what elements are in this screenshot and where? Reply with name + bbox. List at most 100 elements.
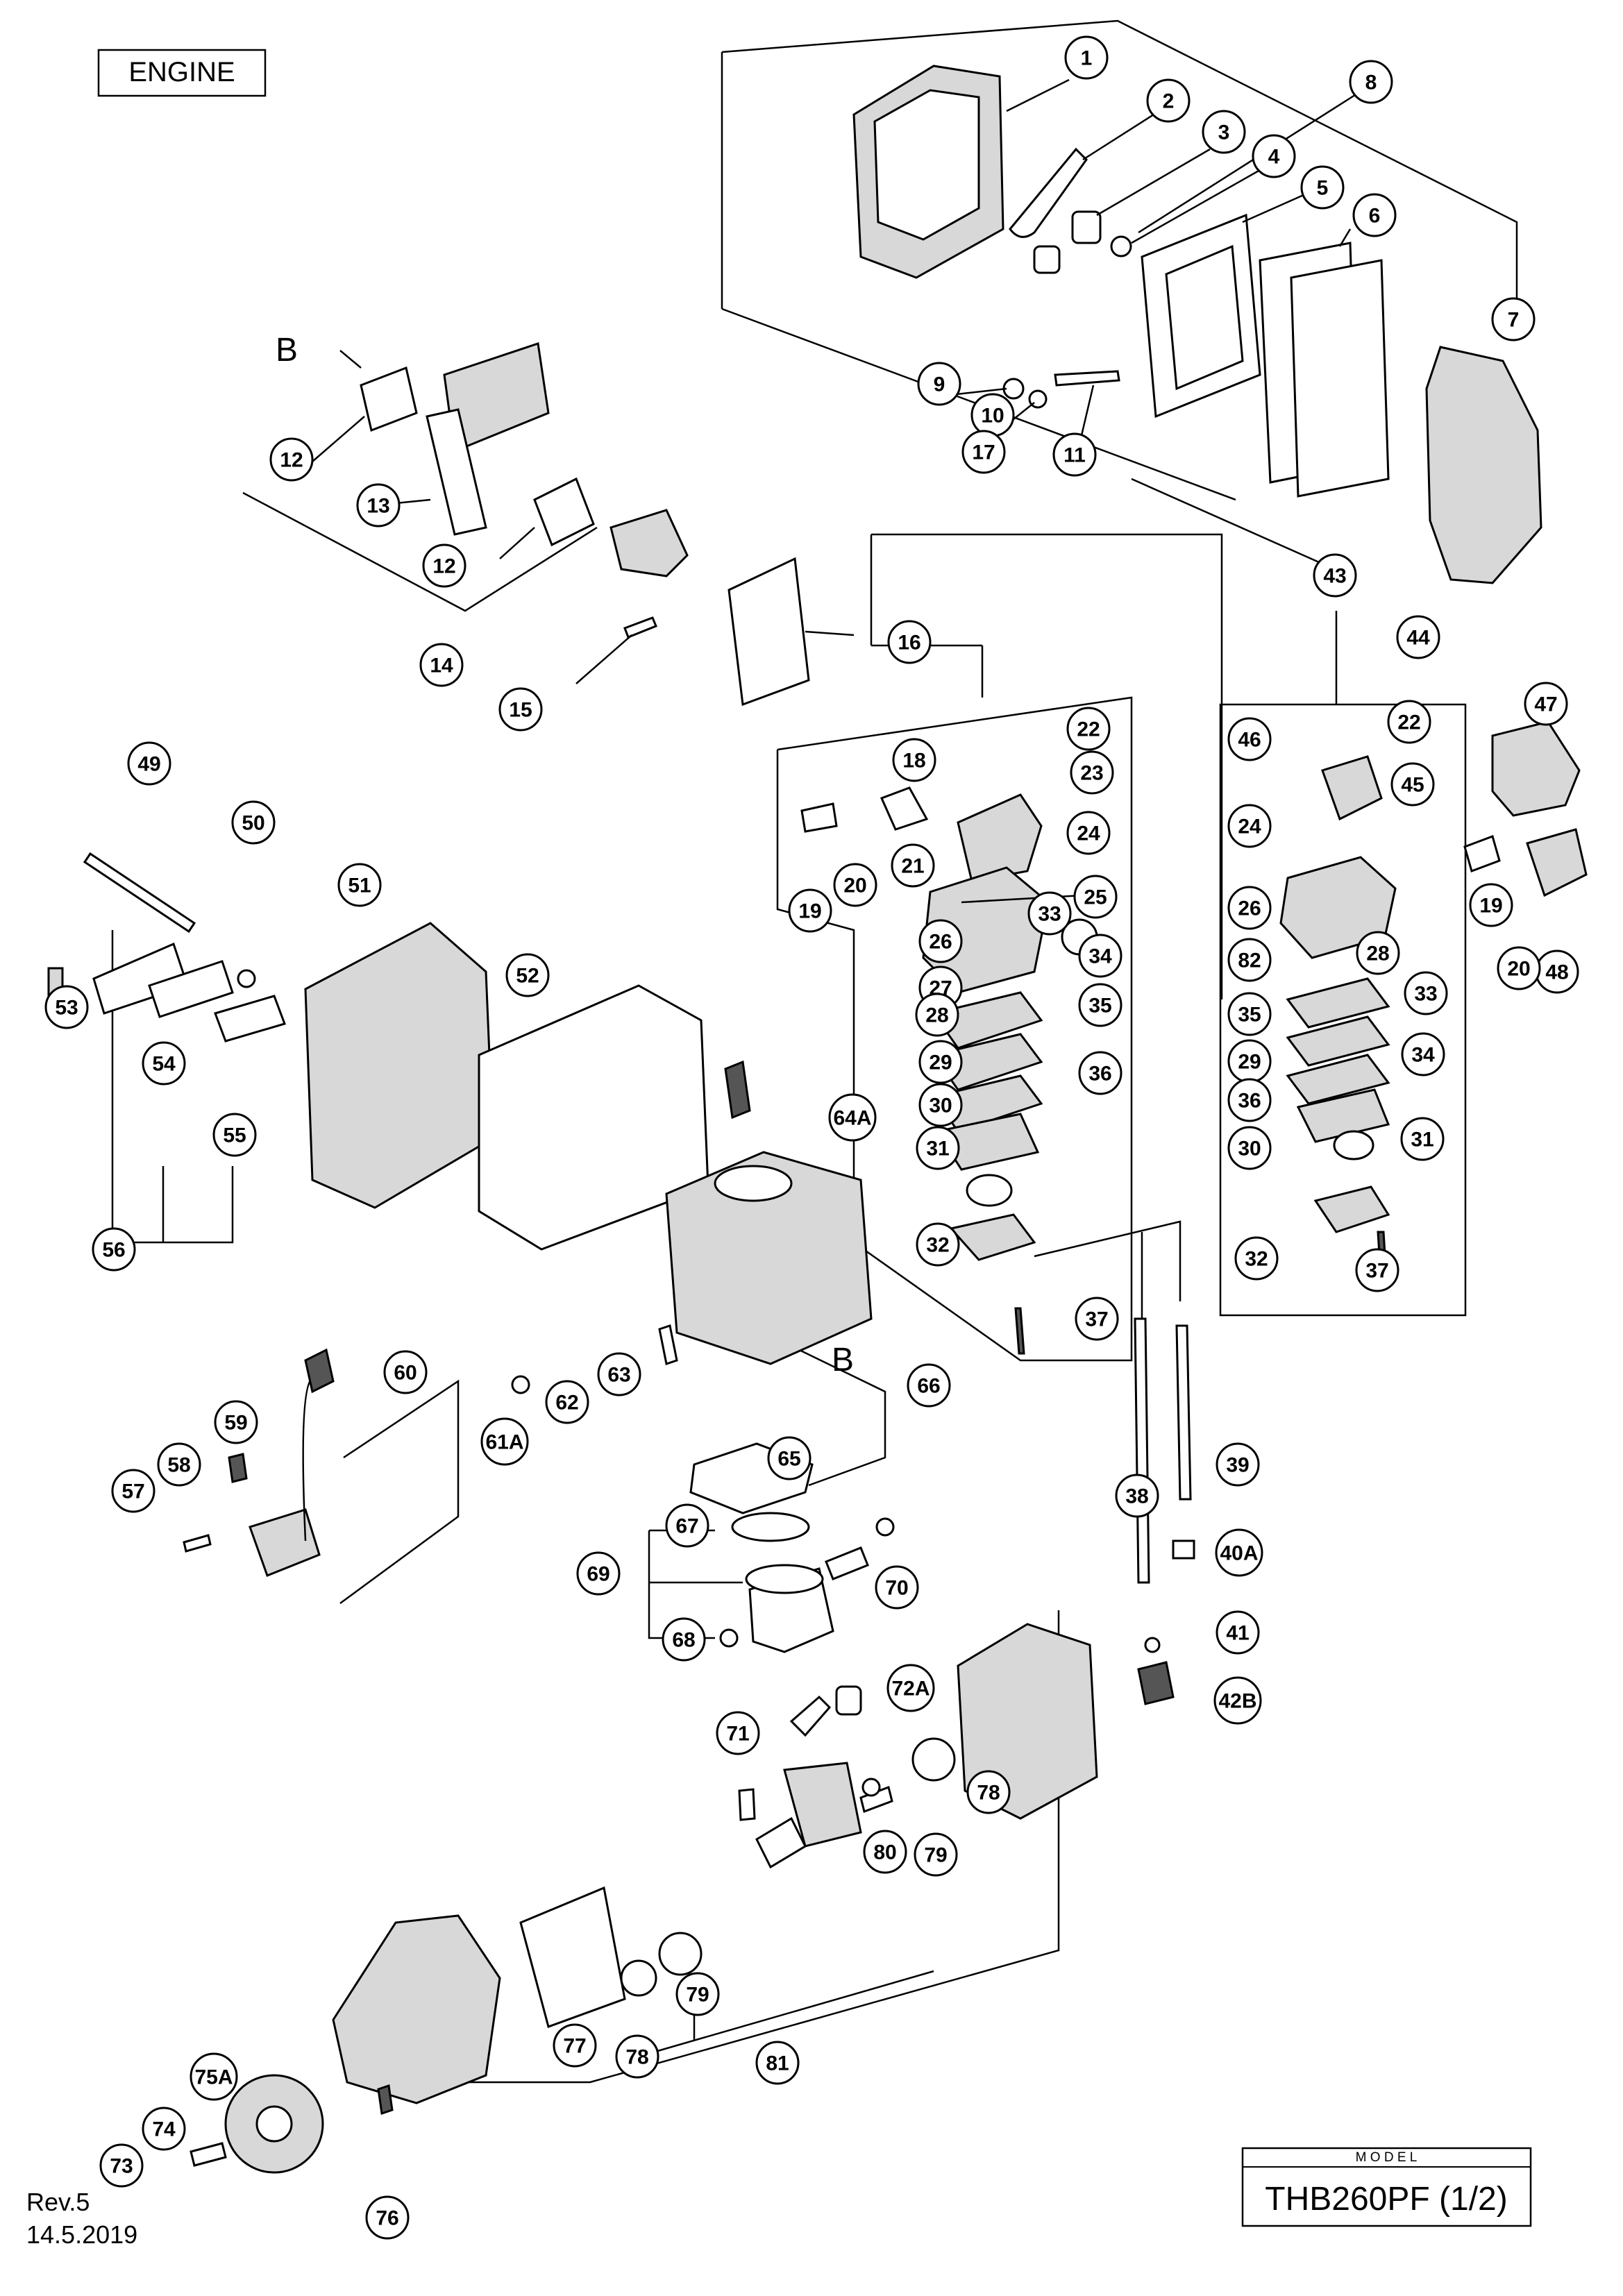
callout-label: 29	[1238, 1051, 1261, 1074]
callout-c40A: 40A	[1215, 1528, 1263, 1577]
callout-circle	[675, 1972, 720, 2016]
callout-label: 33	[1414, 983, 1437, 1006]
callout-circle	[383, 1350, 428, 1394]
callout-c26a: 26	[918, 919, 963, 963]
callout-circle	[1390, 762, 1435, 807]
callout-label: 37	[1365, 1260, 1388, 1283]
callout-c39: 39	[1216, 1442, 1260, 1487]
callout-circle	[916, 1126, 960, 1170]
callout-label: 49	[137, 753, 160, 776]
callout-circle	[966, 1770, 1011, 1814]
callout-label: 63	[607, 1364, 630, 1387]
callout-label: 42B	[1218, 1690, 1256, 1713]
callout-c60: 60	[383, 1350, 428, 1394]
part-inlet-adapter	[1463, 720, 1588, 897]
callout-label: 45	[1401, 774, 1424, 797]
callout-c31a: 31	[916, 1126, 960, 1170]
callout-c65: 65	[767, 1436, 812, 1480]
callout-label: 68	[672, 1629, 695, 1652]
callout-c69: 69	[576, 1551, 621, 1596]
part-choke-lever	[1009, 147, 1088, 238]
callout-c52: 52	[505, 953, 550, 997]
callout-label: 32	[926, 1234, 949, 1257]
callout-label: 21	[901, 855, 924, 878]
callout-circle	[716, 1711, 760, 1755]
ref-b-label-cylinder: B	[832, 1342, 854, 1378]
callout-label: 25	[1084, 886, 1107, 909]
callout-label: 72A	[891, 1678, 930, 1700]
callout-circle	[231, 800, 276, 845]
callout-circle	[755, 2041, 800, 2085]
callout-circle	[907, 1363, 951, 1408]
callout-label: 37	[1085, 1308, 1108, 1331]
part-air-cleaner-case	[1425, 346, 1542, 584]
callout-label: 54	[152, 1053, 176, 1076]
callout-c20b: 20	[1497, 946, 1541, 990]
callout-circle	[1313, 553, 1357, 598]
callout-label: 10	[981, 405, 1004, 428]
svg-text:ENGINE: ENGINE	[128, 57, 235, 87]
callout-c22a: 22	[1066, 707, 1111, 751]
callout-label: 33	[1038, 903, 1061, 926]
callout-c7: 7	[1491, 297, 1536, 341]
callout-circle	[1401, 1032, 1445, 1077]
callout-circle	[157, 1442, 201, 1487]
callout-c21: 21	[891, 843, 935, 888]
callout-circle	[1349, 60, 1393, 104]
callout-label: 22	[1077, 718, 1100, 741]
callout-label: 15	[509, 699, 532, 722]
callout-circle	[1252, 134, 1296, 178]
revision-label: Rev.5	[26, 2188, 90, 2216]
callout-circle	[1202, 110, 1246, 154]
callout-c23: 23	[1070, 750, 1114, 795]
callout-c55: 55	[212, 1113, 257, 1157]
callout-label: 47	[1534, 693, 1557, 716]
callout-label: 32	[1245, 1248, 1268, 1271]
callout-label: 71	[726, 1723, 749, 1746]
model-header: M O D E L	[1356, 2150, 1418, 2165]
callout-label: 19	[1479, 895, 1502, 918]
part-insulator-gaskets	[360, 342, 810, 707]
callout-c12a: 12	[269, 437, 314, 482]
callout-c72A: 72A	[886, 1664, 935, 1712]
callout-circle	[915, 993, 959, 1037]
callout-c33a: 33	[1027, 891, 1072, 936]
callout-label: 35	[1238, 1004, 1261, 1027]
callout-label: 31	[1411, 1129, 1433, 1151]
revision-date: 14.5.2019	[26, 2220, 137, 2249]
callout-label: 53	[55, 997, 78, 1020]
callout-c22b: 22	[1387, 700, 1431, 744]
callout-label: 46	[1238, 729, 1261, 752]
callout-label: 48	[1545, 961, 1568, 984]
callout-circle	[892, 738, 936, 782]
part-piston	[719, 1512, 895, 1653]
callout-circle	[597, 1352, 641, 1396]
callout-c18: 18	[892, 738, 936, 782]
callout-circle	[1227, 886, 1272, 930]
callout-circle	[1227, 804, 1272, 848]
callout-circle	[576, 1551, 621, 1596]
callout-label: 11	[1063, 444, 1086, 467]
callout-c9: 9	[917, 362, 961, 406]
callout-label: 14	[430, 655, 453, 677]
callout-c34b: 34	[1401, 1032, 1445, 1077]
callout-c47: 47	[1524, 682, 1568, 726]
callout-label: 1	[1081, 47, 1093, 70]
callout-circle	[1078, 934, 1122, 978]
callout-circle	[1227, 1126, 1272, 1170]
callout-c77: 77	[553, 2023, 597, 2068]
callout-circle	[1215, 1528, 1263, 1577]
callout-label: 8	[1365, 71, 1377, 94]
callout-c30a: 30	[918, 1083, 963, 1127]
part-crankcase-rear	[332, 1886, 703, 2104]
callout-label: 36	[1088, 1063, 1111, 1086]
ref-b-label-top: B	[276, 332, 298, 369]
callout-c3: 3	[1202, 110, 1246, 154]
callout-c28b: 28	[1356, 931, 1400, 975]
callout-c29a: 29	[918, 1040, 963, 1084]
callout-c37a: 37	[1075, 1297, 1119, 1341]
callout-circle	[767, 1436, 812, 1480]
callout-circle	[1066, 811, 1111, 855]
callout-circle	[961, 430, 1006, 474]
callout-circle	[190, 2052, 238, 2101]
